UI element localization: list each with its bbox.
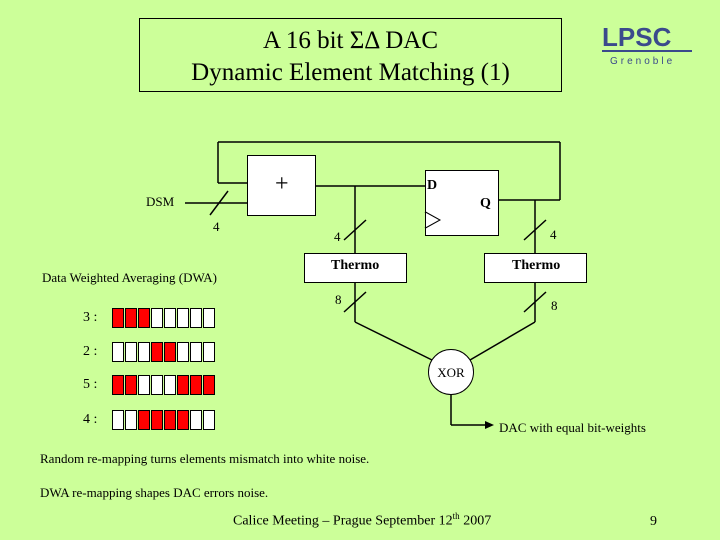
- dwa-cell: [190, 410, 202, 430]
- dwa-cell-active: [177, 410, 189, 430]
- title-box: A 16 bit ΣΔ DAC Dynamic Element Matching…: [139, 18, 562, 92]
- dwa-row: [112, 308, 216, 330]
- dwa-row: [112, 410, 216, 432]
- dwa-cell-active: [151, 342, 163, 362]
- dwa-cell: [125, 342, 137, 362]
- thermo-right-box: [484, 253, 587, 283]
- footer-sup: th: [452, 511, 460, 521]
- dwa-cell: [203, 308, 215, 328]
- dwa-cell: [190, 308, 202, 328]
- bus-width-left: 4: [334, 229, 341, 244]
- footer-text: Calice Meeting – Prague September 12: [233, 513, 453, 529]
- dwa-cell-active: [203, 375, 215, 395]
- output-label: DAC with equal bit-weights: [499, 420, 646, 435]
- dwa-cell-active: [138, 410, 150, 430]
- dwa-cell-active: [125, 375, 137, 395]
- note-line-1: Random re-mapping turns elements mismatc…: [40, 451, 370, 466]
- footer-year: 2007: [459, 513, 492, 529]
- dwa-cell-active: [190, 375, 202, 395]
- dwa-cell: [138, 342, 150, 362]
- thermo-left-label: Thermo: [331, 258, 380, 273]
- dwa-cell: [112, 410, 124, 430]
- dwa-heading: Data Weighted Averaging (DWA): [42, 270, 217, 285]
- bus-width-in: 4: [213, 219, 220, 234]
- xor-gate: XOR: [428, 349, 474, 395]
- dwa-cell-active: [112, 375, 124, 395]
- output-arrowhead: [485, 421, 494, 429]
- dwa-cell-active: [138, 308, 150, 328]
- adder-box: [247, 155, 316, 216]
- dwa-cell: [164, 308, 176, 328]
- title-line-1: A 16 bit ΣΔ DAC: [262, 27, 439, 54]
- dwa-cell-active: [125, 308, 137, 328]
- logo-subtext: Grenoble: [610, 56, 675, 67]
- dwa-row-label: 5 :: [83, 377, 98, 392]
- dwa-row-label: 3 :: [83, 310, 98, 325]
- dff-d-label: D: [427, 178, 438, 193]
- dwa-cell: [151, 308, 163, 328]
- page-number: 9: [650, 514, 657, 529]
- bus-width-right: 4: [550, 227, 557, 242]
- logo-text: LPSC: [602, 22, 672, 52]
- note-line-2: DWA re-mapping shapes DAC errors noise.: [40, 485, 269, 500]
- dwa-cell: [151, 375, 163, 395]
- lpsc-logo: LPSC Grenoble: [602, 22, 692, 67]
- adder-plus: +: [275, 171, 289, 197]
- dwa-row-label: 2 :: [83, 344, 98, 359]
- dwa-cell: [164, 375, 176, 395]
- dsm-label: DSM: [146, 194, 175, 209]
- dwa-cell: [138, 375, 150, 395]
- dwa-cell-active: [112, 308, 124, 328]
- dwa-cell: [203, 410, 215, 430]
- dwa-cell-active: [177, 375, 189, 395]
- dwa-cell: [112, 342, 124, 362]
- dwa-cell: [177, 308, 189, 328]
- dff-q-label: Q: [480, 196, 491, 211]
- dwa-cell-active: [151, 410, 163, 430]
- dwa-cell: [177, 342, 189, 362]
- title-line-2: Dynamic Element Matching (1): [191, 59, 510, 86]
- bus-width-out-right: 8: [551, 298, 558, 313]
- dwa-row-label: 4 :: [83, 412, 98, 427]
- footer: Calice Meeting – Prague September 12th 2…: [233, 511, 491, 530]
- dwa-cell: [203, 342, 215, 362]
- dwa-cell-active: [164, 410, 176, 430]
- bus-width-out-left: 8: [335, 292, 342, 307]
- dwa-cell: [125, 410, 137, 430]
- thermo-right-label: Thermo: [512, 258, 561, 273]
- dff-outline: [425, 170, 499, 236]
- dwa-cell-active: [164, 342, 176, 362]
- dwa-row: [112, 342, 216, 364]
- dwa-cell: [190, 342, 202, 362]
- thermo-left-box: [304, 253, 407, 283]
- dwa-row: [112, 375, 216, 397]
